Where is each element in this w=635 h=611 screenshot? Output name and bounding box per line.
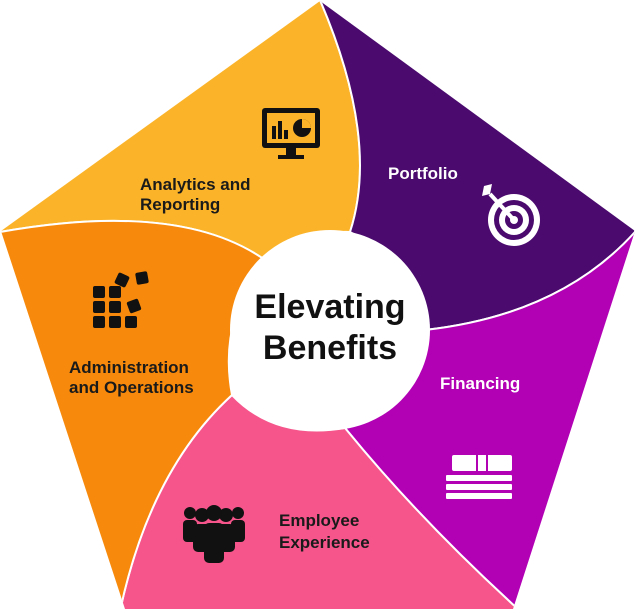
blocks-grid-icon [93,271,149,328]
monitor-chart-icon [262,108,320,159]
target-icon [482,184,540,246]
administration-label-line2: and Operations [69,378,194,397]
money-stack-icon [446,453,512,499]
center-title-line1: Elevating [254,288,405,326]
employee-label-line2: Experience [279,533,370,552]
employee-label-line1: Employee [279,511,359,530]
center-circle [230,230,430,430]
center-title-line2: Benefits [263,329,397,367]
administration-label-line1: Administration [69,358,189,377]
analytics-label-line2: Reporting [140,195,220,214]
analytics-label-line1: Analytics and [140,175,251,194]
people-group-icon [183,505,245,563]
financing-label: Financing [440,374,520,393]
portfolio-label: Portfolio [388,164,458,183]
